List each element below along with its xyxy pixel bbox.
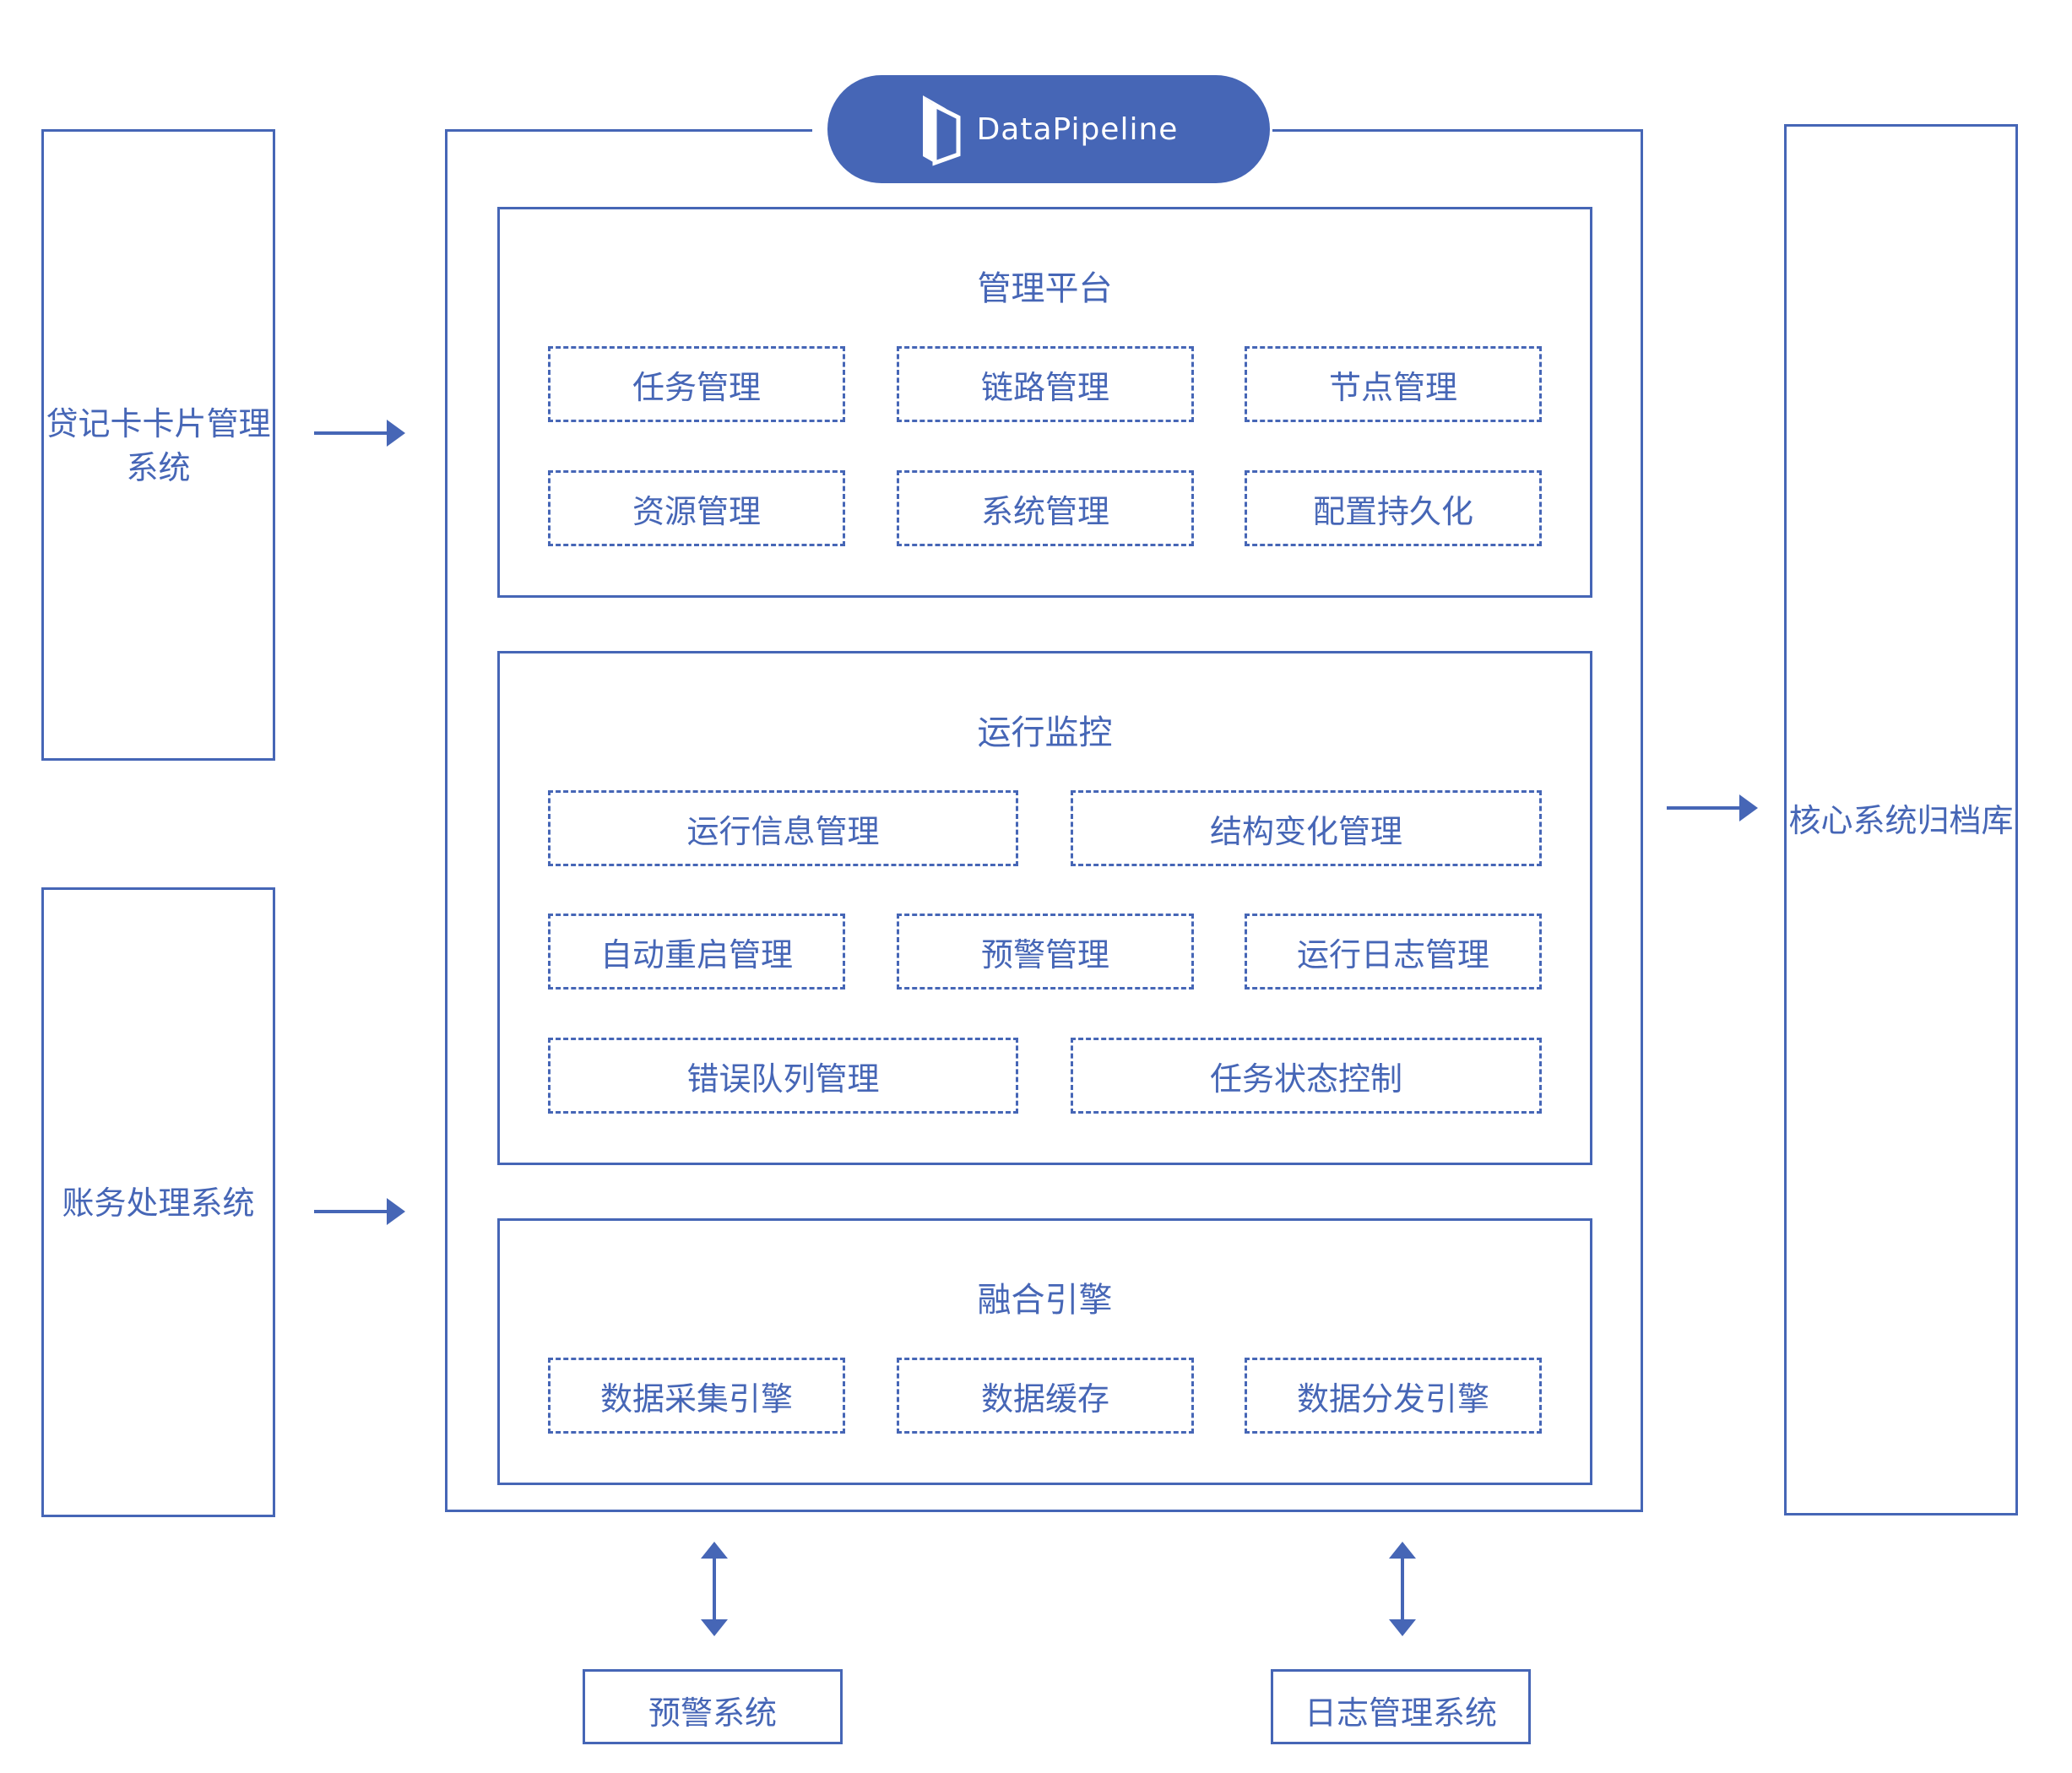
arrow-right-icon	[314, 1198, 405, 1225]
mgmt-item-system: 系统管理	[897, 470, 1194, 546]
engine-item-collect: 数据采集引擎	[548, 1358, 845, 1434]
mon-item-run-info: 运行信息管理	[548, 790, 1018, 866]
management-platform-title: 管理平台	[977, 269, 1113, 308]
mgmt-item-link: 链路管理	[897, 346, 1194, 422]
mon-item-alert: 预警管理	[897, 914, 1194, 990]
log-system-box	[1271, 1669, 1531, 1744]
mon-item-schema-change: 结构变化管理	[1071, 790, 1542, 866]
core-archive-label: 核心系统归档库	[1788, 802, 2014, 839]
core-archive-box	[1784, 124, 2018, 1515]
accounting-system-label: 账务处理系统	[62, 1185, 255, 1222]
run-monitoring-title: 运行监控	[977, 713, 1113, 752]
mgmt-item-resource: 资源管理	[548, 470, 845, 546]
arrow-right-icon	[1667, 794, 1758, 821]
credit-card-system-box	[41, 129, 275, 761]
arrow-up-down-icon	[1389, 1542, 1416, 1636]
fusion-engine-title: 融合引擎	[977, 1281, 1113, 1320]
management-platform-section	[497, 207, 1592, 598]
datapipeline-logo-icon	[922, 95, 961, 166]
fusion-engine-section	[497, 1218, 1592, 1485]
datapipeline-badge: DataPipeline	[827, 75, 1270, 183]
brand-name: DataPipeline	[976, 111, 1179, 147]
engine-item-distribute: 数据分发引擎	[1245, 1358, 1542, 1434]
alert-system-box	[583, 1669, 843, 1744]
alert-system-label: 预警系统	[648, 1694, 777, 1732]
mon-item-error-queue: 错误队列管理	[548, 1038, 1018, 1114]
arrow-right-icon	[314, 420, 405, 447]
run-monitoring-section	[497, 651, 1592, 1165]
arrow-up-down-icon	[701, 1542, 728, 1636]
mon-item-run-log: 运行日志管理	[1245, 914, 1542, 990]
mgmt-item-task: 任务管理	[548, 346, 845, 422]
mon-item-task-status: 任务状态控制	[1071, 1038, 1542, 1114]
engine-item-cache: 数据缓存	[897, 1358, 1194, 1434]
accounting-system-box	[41, 887, 275, 1517]
mon-item-auto-restart: 自动重启管理	[548, 914, 845, 990]
credit-card-system-label: 贷记卡卡片管理系统	[46, 405, 271, 486]
mgmt-item-config-persist: 配置持久化	[1245, 470, 1542, 546]
mgmt-item-node: 节点管理	[1245, 346, 1542, 422]
log-system-label: 日志管理系统	[1304, 1694, 1497, 1732]
